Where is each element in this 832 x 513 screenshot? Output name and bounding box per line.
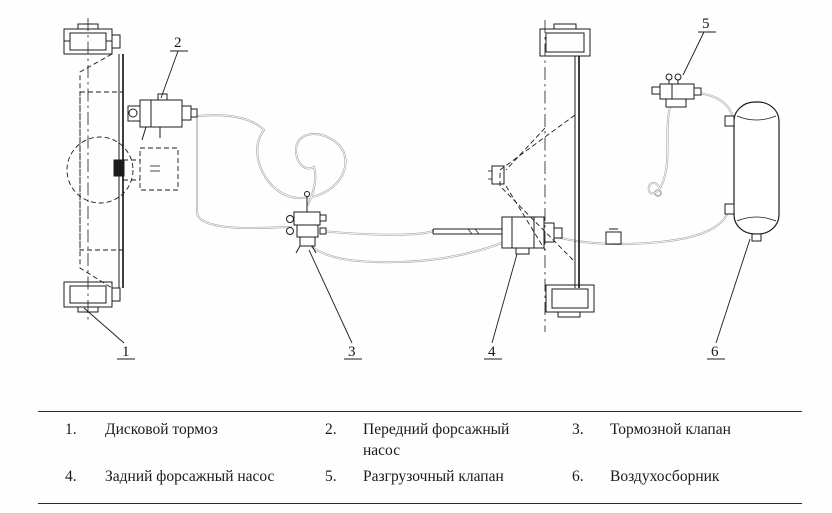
legend-row-2: 4. Задний форсажный насос 5. Разгрузочны… (0, 466, 832, 487)
callout-6: 6 (711, 344, 719, 360)
callout-1: 1 (122, 344, 130, 360)
legend-num-2: 2. (325, 421, 337, 438)
callout-leaders (83, 31, 751, 360)
callout-3: 3 (348, 344, 356, 360)
disc-brake-caliper (113, 159, 125, 177)
right-wheel-assembly (488, 20, 595, 332)
legend-num-4: 4. (65, 468, 77, 485)
legend-label-2: Передний форсажный насос (363, 421, 510, 459)
air-tubing (195, 91, 735, 264)
callout-numbers: 1 2 3 4 5 6 (122, 16, 719, 360)
legend-entry-4: 4. Задний форсажный насос (65, 466, 325, 487)
legend-row-1: 1. Дисковой тормоз 2. Передний форсажный… (0, 419, 832, 461)
right-housing-dashed (499, 114, 576, 263)
legend-label-5: Разгрузочный клапан (363, 468, 504, 485)
legend-rows: 1. Дисковой тормоз 2. Передний форсажный… (0, 419, 832, 487)
rear-booster-pump (432, 216, 563, 255)
air-tubing-inner (196, 92, 734, 263)
callout-5: 5 (702, 16, 710, 32)
legend-label-1: Дисковой тормоз (105, 421, 218, 438)
brake-valve (286, 191, 327, 254)
legend-num-6: 6. (572, 468, 584, 485)
callout-4: 4 (488, 344, 496, 360)
legend-bottom-rule (38, 503, 802, 504)
legend-label-3: Тормозной клапан (610, 421, 731, 438)
legend-num-5: 5. (325, 468, 337, 485)
unloading-valve (651, 73, 702, 108)
tube-fitting (605, 228, 622, 245)
legend-entry-3: 3. Тормозной клапан (572, 419, 832, 440)
left-wheel-assembly (63, 18, 179, 322)
legend-num-1: 1. (65, 421, 77, 438)
legend-label-6: Воздухосборник (610, 468, 720, 485)
legend: 1. Дисковой тормоз 2. Передний форсажный… (0, 409, 832, 513)
callout-2: 2 (174, 35, 182, 51)
legend-top-rule (38, 411, 802, 412)
brake-system-diagram: 1 2 3 4 5 6 (63, 16, 780, 360)
front-booster-pump (127, 93, 198, 141)
legend-entry-5: 5. Разгрузочный клапан (325, 466, 572, 487)
legend-entry-1: 1. Дисковой тормоз (65, 419, 325, 440)
legend-label-4: Задний форсажный насос (105, 468, 275, 485)
air-receiver (724, 101, 780, 242)
legend-entry-2: 2. Передний форсажный насос (325, 419, 572, 461)
legend-entry-6: 6. Воздухосборник (572, 466, 832, 487)
legend-num-3: 3. (572, 421, 584, 438)
